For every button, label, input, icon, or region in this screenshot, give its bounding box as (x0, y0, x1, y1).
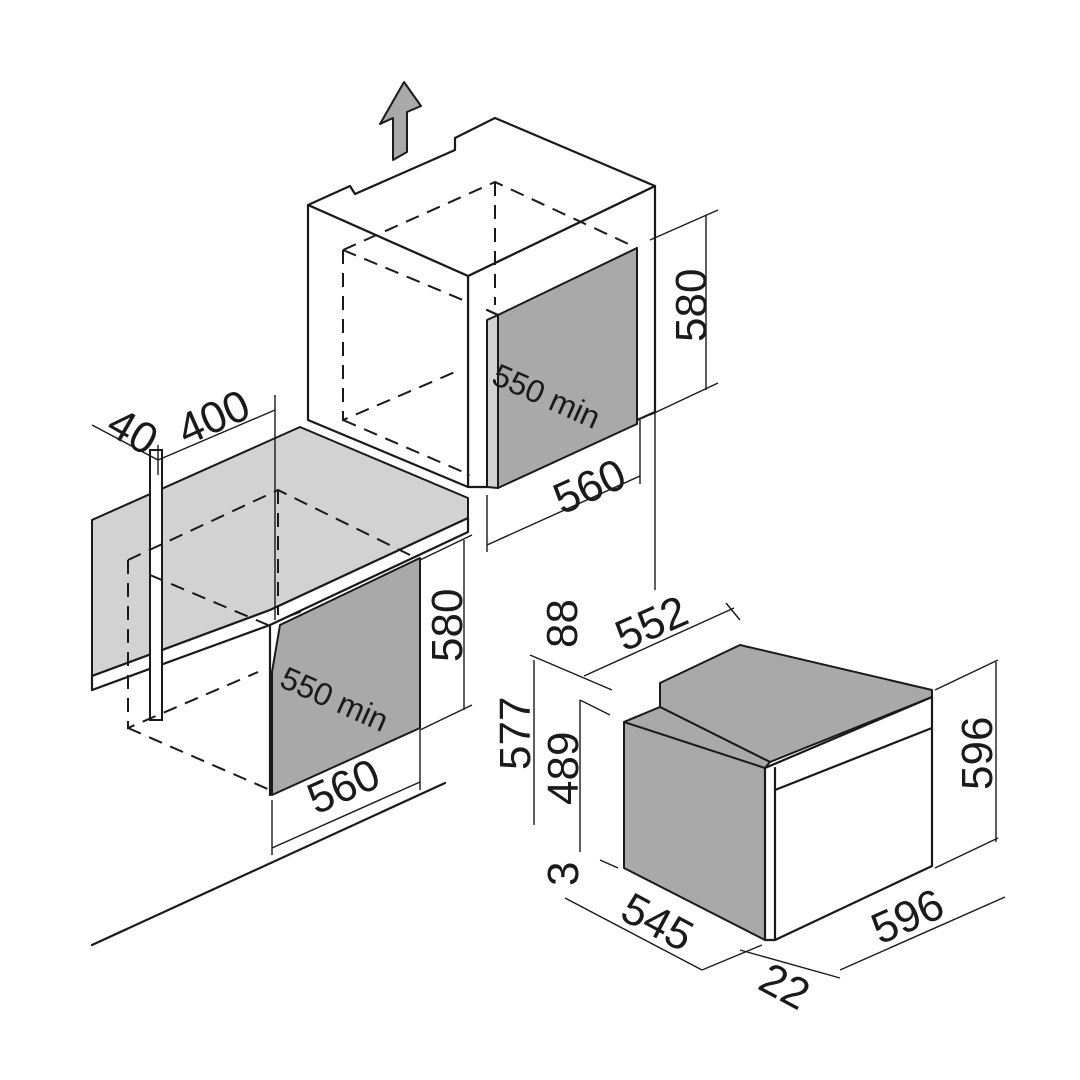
under-dim-lines (91, 395, 473, 855)
oven-dim-lines (529, 602, 1006, 979)
under-niche-back (271, 557, 421, 796)
under-counter-unit (90, 426, 470, 947)
tall-cabinet-front (306, 203, 470, 489)
oven-control-strip-line (773, 726, 934, 792)
tall-height-label: 580 (667, 269, 716, 342)
oven-inner-height-label: 489 (539, 732, 588, 805)
tall-niche-edge (485, 308, 500, 317)
oven-appliance (623, 644, 934, 942)
under-offset-label: 400 (170, 381, 257, 456)
cabinet-side-post (149, 449, 163, 721)
up-arrow-icon (379, 81, 422, 161)
tall-cabinet (306, 116, 657, 489)
countertop-edge (90, 516, 470, 692)
under-hidden-left (127, 560, 259, 730)
tall-dim-lines (486, 186, 719, 590)
oven-height-label: 596 (953, 717, 1002, 790)
oven-bottom-label: 3 (539, 862, 588, 886)
oven-door-label: 22 (751, 954, 817, 1020)
oven-body-height-label: 577 (491, 697, 540, 770)
tall-cabinet-top (306, 116, 657, 278)
oven-depth-top-label: 552 (608, 587, 695, 662)
oven-top-ramp (623, 706, 771, 769)
oven-top-label: 88 (538, 599, 587, 648)
floor-line (90, 781, 447, 947)
oven-front-door (763, 695, 934, 942)
under-height-label: 580 (423, 589, 472, 662)
tall-hidden-bottom (342, 419, 471, 476)
tall-cabinet-niche-side (486, 314, 499, 489)
